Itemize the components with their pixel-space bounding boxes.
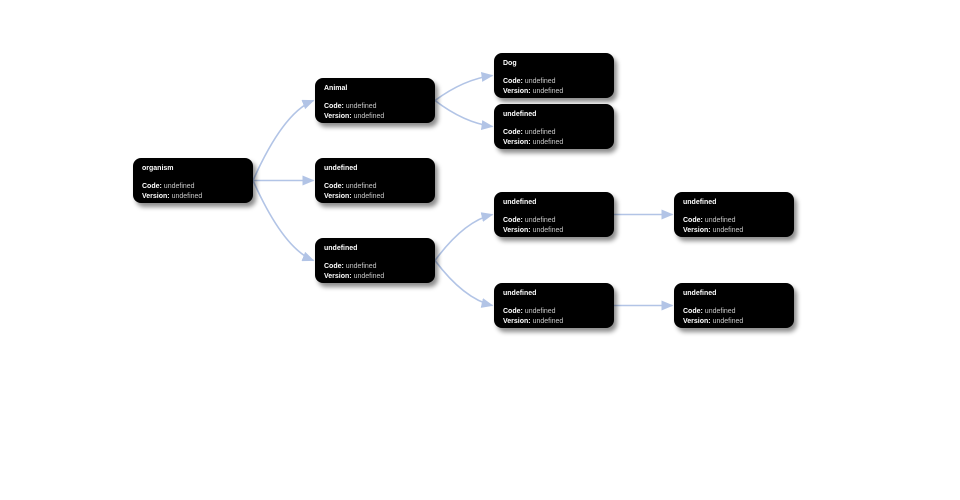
version-label: Version:: [683, 317, 711, 325]
code-label: Code:: [503, 308, 523, 315]
node-version-line: Version: undefined: [324, 272, 426, 282]
node-version-line: Version: undefined: [503, 87, 605, 97]
edge-animal-to-dog: [434, 71, 494, 102]
version-value: undefined: [532, 87, 564, 95]
version-label: Version:: [503, 138, 531, 146]
code-value: undefined: [524, 217, 556, 224]
node-title: undefined: [683, 199, 717, 206]
edge-organism-to-undefined-bot: [252, 180, 315, 262]
node-code-line: Code: undefined: [324, 262, 426, 272]
node-title: undefined: [503, 111, 537, 118]
node-title: organism: [142, 165, 174, 172]
node-title: undefined: [503, 290, 537, 297]
node-version-line: Version: undefined: [142, 192, 244, 202]
version-value: undefined: [532, 317, 564, 325]
code-value: undefined: [524, 129, 556, 136]
node-title: undefined: [683, 290, 717, 297]
version-value: undefined: [712, 317, 744, 325]
version-label: Version:: [503, 317, 531, 325]
code-label: Code:: [324, 103, 344, 110]
node-code-line: Code: undefined: [503, 216, 605, 226]
code-value: undefined: [704, 308, 736, 315]
node-version-line: Version: undefined: [503, 226, 605, 236]
node-title: undefined: [324, 165, 358, 172]
code-value: undefined: [163, 183, 195, 190]
version-value: undefined: [712, 226, 744, 234]
version-value: undefined: [532, 226, 564, 234]
code-label: Code:: [324, 263, 344, 270]
version-label: Version:: [503, 226, 531, 234]
version-label: Version:: [324, 272, 352, 280]
node-code-line: Code: undefined: [142, 182, 244, 192]
node-title: undefined: [503, 199, 537, 206]
version-value: undefined: [353, 272, 385, 280]
version-label: Version:: [324, 112, 352, 120]
code-label: Code:: [503, 217, 523, 224]
node-version-line: Version: undefined: [683, 226, 785, 236]
node-version-line: Version: undefined: [683, 317, 785, 327]
code-value: undefined: [704, 217, 736, 224]
node-title: Dog: [503, 60, 517, 67]
code-label: Code:: [503, 129, 523, 136]
code-label: Code:: [142, 183, 162, 190]
edge-animal-to-undefined-dog2: [434, 99, 494, 130]
version-value: undefined: [353, 192, 385, 200]
code-value: undefined: [345, 183, 377, 190]
node-code-line: Code: undefined: [503, 77, 605, 87]
code-label: Code:: [324, 183, 344, 190]
node-version-line: Version: undefined: [324, 192, 426, 202]
node-code-line: Code: undefined: [324, 182, 426, 192]
version-value: undefined: [171, 192, 203, 200]
node-version-line: Version: undefined: [503, 138, 605, 148]
version-value: undefined: [353, 112, 385, 120]
node-code-line: Code: undefined: [503, 307, 605, 317]
code-value: undefined: [524, 78, 556, 85]
node-code-line: Code: undefined: [503, 128, 605, 138]
edge-undefined-bot-to-undefined-r2: [434, 260, 494, 308]
node-title: Animal: [324, 85, 348, 92]
node-version-line: Version: undefined: [503, 317, 605, 327]
node-code-line: Code: undefined: [683, 216, 785, 226]
node-title: undefined: [324, 245, 358, 252]
version-value: undefined: [532, 138, 564, 146]
version-label: Version:: [142, 192, 170, 200]
code-value: undefined: [345, 103, 377, 110]
version-label: Version:: [683, 226, 711, 234]
code-label: Code:: [683, 217, 703, 224]
code-value: undefined: [345, 263, 377, 270]
node-code-line: Code: undefined: [683, 307, 785, 317]
version-label: Version:: [324, 192, 352, 200]
node-version-line: Version: undefined: [324, 112, 426, 122]
code-label: Code:: [683, 308, 703, 315]
version-label: Version:: [503, 87, 531, 95]
node-code-line: Code: undefined: [324, 102, 426, 112]
code-label: Code:: [503, 78, 523, 85]
code-value: undefined: [524, 308, 556, 315]
edge-undefined-bot-to-undefined-r1: [434, 212, 494, 261]
edge-organism-to-animal: [252, 99, 315, 181]
